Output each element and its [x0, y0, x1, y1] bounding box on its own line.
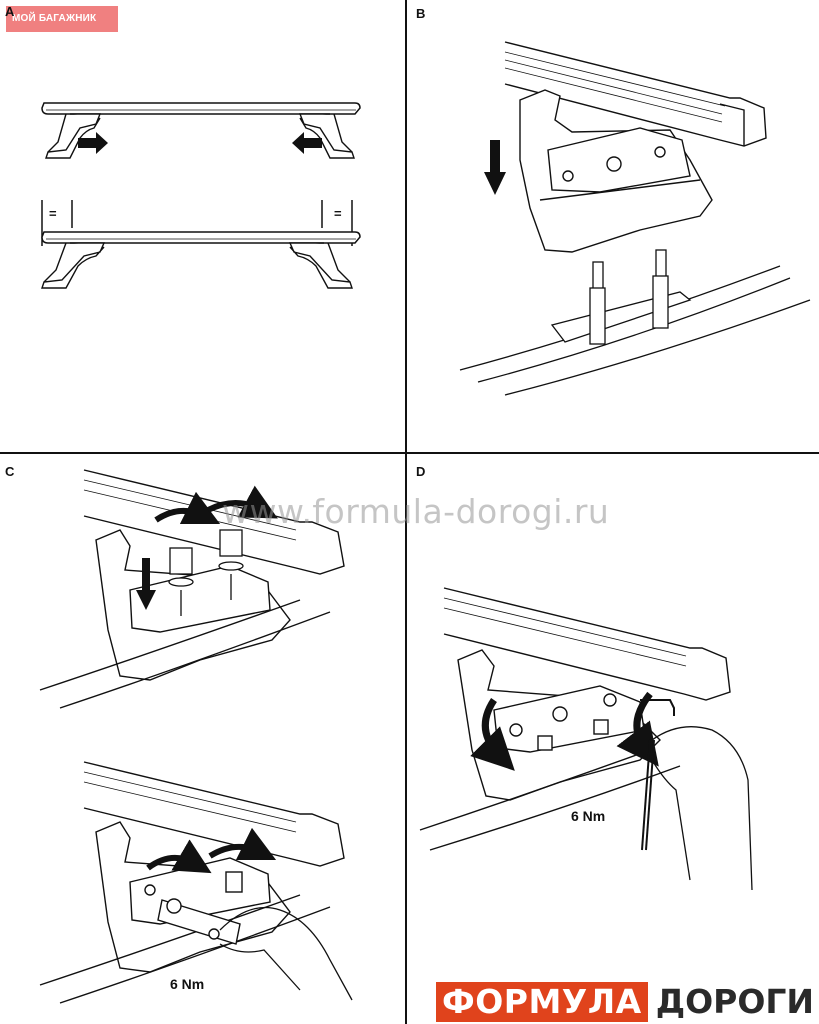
panel-c-letter: C	[5, 464, 15, 479]
panel-a-bottom-bar	[41, 200, 361, 246]
panel-b-studs	[589, 249, 669, 345]
panel-d-torque-label: 6 Nm	[571, 808, 606, 824]
right-arrow-icon	[78, 132, 108, 154]
panel-d-letter: D	[416, 464, 426, 479]
brand-logo: ФОРМУЛА ДОРОГИ	[436, 982, 814, 1022]
hand-icon	[651, 726, 753, 891]
horizontal-divider	[0, 452, 819, 454]
panel-a-right-foot-bottom	[288, 242, 353, 289]
panel-a-right-foot-top	[298, 113, 355, 159]
equal-mark-right: =	[334, 206, 342, 221]
watermark: www.formula-dorogi.ru	[222, 492, 610, 531]
equal-mark-left: =	[49, 206, 57, 221]
left-arrow-icon	[292, 132, 322, 154]
wrench-icon	[157, 898, 241, 945]
down-arrow-icon	[484, 140, 506, 195]
logo-red-part: ФОРМУЛА	[436, 982, 648, 1022]
panel-c-upper-foot	[39, 529, 331, 709]
panel-b-roof-bar	[504, 41, 767, 147]
panel-a-top-bar	[41, 102, 361, 115]
panel-d-roof-bar	[443, 587, 731, 701]
hex-key-icon	[640, 699, 675, 851]
hand-icon	[219, 906, 353, 1001]
down-arrow-icon	[136, 558, 156, 610]
panel-b-letter: B	[416, 6, 426, 21]
rotate-arrow-icon	[206, 485, 278, 519]
panel-b-car-roof-rail	[459, 265, 811, 396]
site-badge: МОЙ БАГАЖНИК	[6, 6, 118, 32]
panel-a-left-foot-bottom	[41, 242, 106, 289]
panel-c-torque-label: 6 Nm	[170, 976, 205, 992]
vertical-divider	[405, 0, 407, 1024]
rotate-arrow-icon	[208, 827, 277, 861]
panel-b-foot	[519, 89, 713, 253]
logo-dark-part: ДОРОГИ	[655, 982, 815, 1021]
panel-a-letter: A	[5, 4, 15, 19]
panel-a-left-foot-top	[45, 113, 102, 159]
panel-c-lower-bar	[83, 761, 345, 867]
rotate-arrow-icon	[470, 698, 515, 771]
rotate-arrow-icon	[146, 839, 212, 874]
panel-c-upper-nuts	[168, 529, 244, 616]
rotate-arrow-icon	[154, 491, 221, 525]
